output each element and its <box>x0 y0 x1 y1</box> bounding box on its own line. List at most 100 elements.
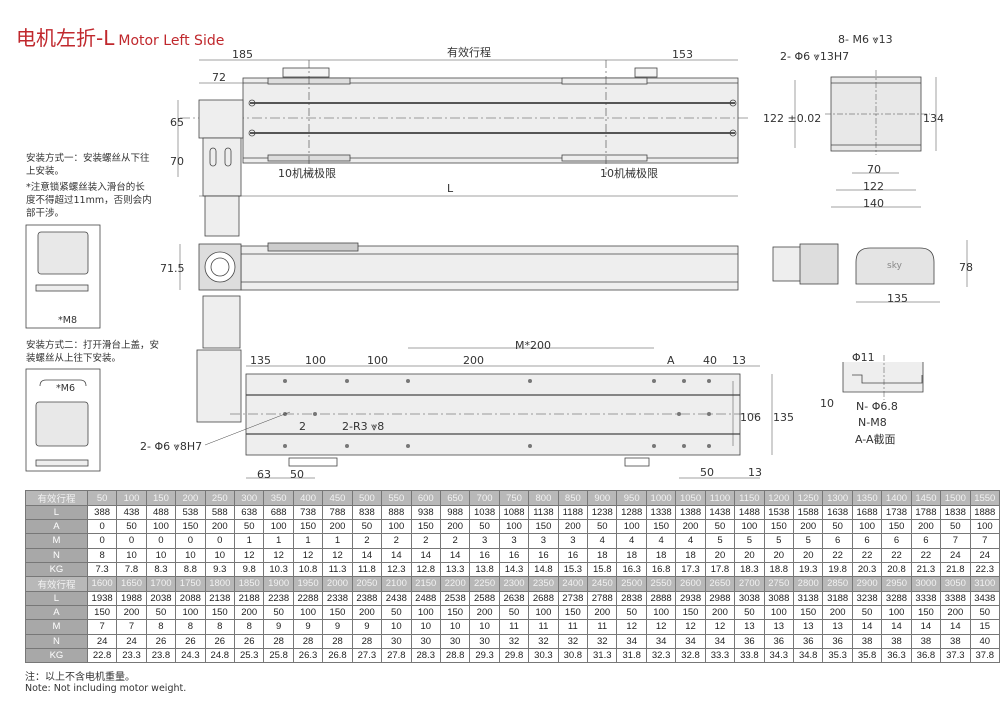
table-cell: 3 <box>528 533 559 549</box>
table-cell: 22 <box>910 547 942 563</box>
table-cell: 800 <box>528 490 559 506</box>
table-cell: 150 <box>175 519 206 535</box>
table-cell: 28.3 <box>410 647 441 663</box>
table-cell: 6 <box>822 533 853 549</box>
table-cell: 32 <box>587 633 618 649</box>
table-cell: 8 <box>86 547 118 563</box>
table-cell: 50 <box>233 519 265 535</box>
table-cell: 12 <box>263 547 294 563</box>
table-cell: 1488 <box>734 504 765 521</box>
table-cell: 4 <box>587 533 618 549</box>
table-cell: 1188 <box>557 504 589 521</box>
table-cell: 300 <box>233 490 265 506</box>
table-cell: 100 <box>292 605 324 621</box>
table-cell: 3388 <box>940 590 971 607</box>
table-cell: 3000 <box>910 575 942 592</box>
table-cell: 11.8 <box>351 561 383 577</box>
table-cell: 50 <box>969 605 1000 621</box>
table-cell: 588 <box>204 504 236 521</box>
table-cell: 2738 <box>557 590 589 607</box>
table-cell: 25.8 <box>263 647 294 663</box>
table-cell: 15.3 <box>557 561 589 577</box>
table-cell: 30 <box>439 633 471 649</box>
table-cell: 2700 <box>734 575 765 592</box>
table-cell: 2788 <box>587 590 618 607</box>
table-cell: 16 <box>528 547 559 563</box>
pin-hole-label: 2- Φ6 ⩔8H7 <box>140 440 203 453</box>
table-cell: 31.8 <box>616 647 647 663</box>
table-cell: 150 <box>528 519 559 535</box>
table-cell: 28 <box>292 633 324 649</box>
table-cell: 14 <box>881 619 912 635</box>
table-cell: 100 <box>969 519 1000 535</box>
table-cell: 15.8 <box>587 561 618 577</box>
table-cell: 22 <box>822 547 853 563</box>
table-cell: 2950 <box>881 575 912 592</box>
table-cell: 4 <box>675 533 706 549</box>
table-cell: 37.3 <box>940 647 971 663</box>
table-cell: 100 <box>175 605 206 621</box>
table-cell: 1900 <box>263 575 294 592</box>
table-cell: 2538 <box>439 590 471 607</box>
table-cell: 9.8 <box>233 561 265 577</box>
row-label: 有效行程 <box>25 575 88 592</box>
table-cell: 12 <box>616 619 647 635</box>
table-cell: 100 <box>763 605 795 621</box>
table-cell: 34 <box>704 633 736 649</box>
table-cell: 20.8 <box>881 561 912 577</box>
row-label: N <box>25 633 88 649</box>
top-view <box>177 59 750 237</box>
section-label: A-A截面 <box>855 433 896 446</box>
table-cell: 2588 <box>469 590 500 607</box>
table-cell: 1850 <box>233 575 265 592</box>
n-phi: N- Φ6.8 <box>856 400 898 413</box>
table-cell: 200 <box>910 519 942 535</box>
table-cell: 14 <box>351 547 383 563</box>
table-cell: 2288 <box>292 590 324 607</box>
dim-stroke: 有效行程 <box>447 46 491 59</box>
table-cell: 1138 <box>528 504 559 521</box>
table-cell: 150 <box>439 605 471 621</box>
table-cell: 25.3 <box>233 647 265 663</box>
table-cell: 36.3 <box>881 647 912 663</box>
table-cell: 3338 <box>910 590 942 607</box>
table-cell: 2338 <box>322 590 353 607</box>
dim-2: 2 <box>299 420 306 433</box>
table-cell: 50 <box>116 519 147 535</box>
table-cell: 450 <box>322 490 353 506</box>
pin-holes: 2- Φ6 ⩔13H7 <box>780 50 850 63</box>
table-cell: 7 <box>969 533 1000 549</box>
table-cell: 1988 <box>116 590 147 607</box>
table-cell: 28 <box>351 633 383 649</box>
table-cell: 37.8 <box>969 647 1000 663</box>
table-cell: 150 <box>793 605 824 621</box>
table-cell: 1238 <box>587 504 618 521</box>
table-cell: 200 <box>439 519 471 535</box>
table-cell: 1650 <box>116 575 147 592</box>
table-cell: 12 <box>645 619 677 635</box>
table-cell: 1250 <box>793 490 824 506</box>
table-cell: 150 <box>204 605 236 621</box>
table-cell: 100 <box>881 605 912 621</box>
row-label: L <box>25 504 88 521</box>
table-cell: 12 <box>675 619 706 635</box>
table-cell: 200 <box>793 519 824 535</box>
dim-122-tol: 122 ±0.02 <box>763 112 822 125</box>
table-cell: 14.8 <box>528 561 559 577</box>
table-cell: 29.8 <box>498 647 530 663</box>
table-cell: 30.8 <box>557 647 589 663</box>
table-cell: 1788 <box>910 504 942 521</box>
dim-140: 140 <box>863 197 884 210</box>
table-cell: 27.8 <box>381 647 412 663</box>
table-cell: 1438 <box>704 504 736 521</box>
table-cell: 36 <box>793 633 824 649</box>
table-cell: 36 <box>763 633 795 649</box>
table-cell: 50 <box>263 605 294 621</box>
table-cell: 200 <box>469 605 500 621</box>
hole-r3: 2-R3 ⩔8 <box>342 420 385 433</box>
